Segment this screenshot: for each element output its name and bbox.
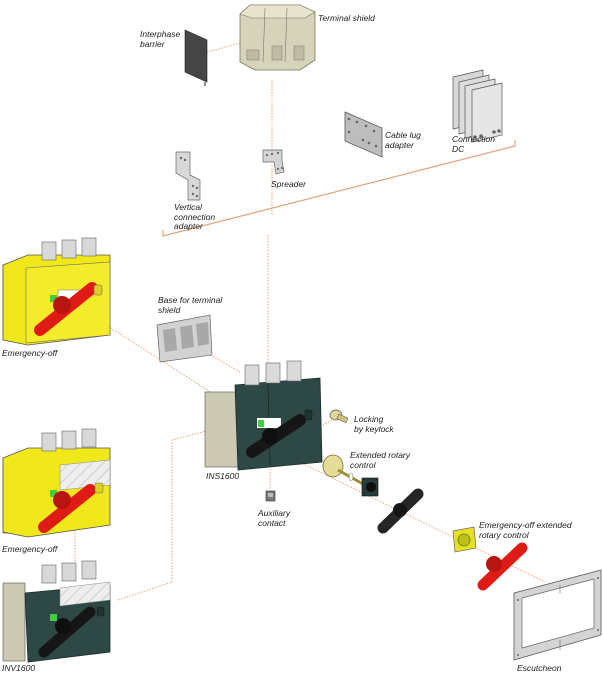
base-for-terminal-shield-part (156, 314, 213, 363)
label-emergency-off-top: Emergency-off (2, 348, 58, 358)
auxiliary-contact-part (265, 490, 276, 502)
label-ins1600: INS1600 (206, 471, 240, 481)
label-auxiliary-contact: Auxiliary contact (258, 508, 291, 528)
terminal-shield-part (239, 4, 316, 71)
label-locking-by-keylock: Locking by keylock (354, 414, 394, 434)
label-cable-lug-adapter: Cable lug adapter (385, 130, 421, 150)
leader-inv-to-ins (117, 429, 211, 601)
label-terminal-shield: Terminal shield (318, 13, 375, 23)
keylock-part (329, 409, 349, 424)
ins1600-switch (204, 360, 323, 471)
emergency-off-switch-top (2, 237, 111, 346)
emergency-off-extended-rotary-control-part (452, 526, 528, 591)
label-emergency-off-middle: Emergency-off (2, 544, 58, 554)
label-interphase-barrier: Interphase barrier (140, 29, 181, 49)
connection-accessories-bracket (162, 140, 516, 237)
label-inv1600: INV1600 (2, 663, 36, 673)
spreader-part (262, 149, 285, 175)
vertical-connection-adapter-part (175, 151, 201, 201)
label-vertical-connection-adapter: Vertical connection adapter (174, 202, 216, 231)
label-spreader: Spreader (271, 179, 306, 189)
label-base-for-terminal-shield: Base for terminal shield (158, 295, 223, 315)
inv1600-switch (2, 560, 111, 663)
label-connection-dc: Connection DC (452, 134, 496, 154)
escutcheon-part (513, 569, 602, 661)
connection-dc-part (452, 69, 503, 143)
extended-rotary-control-part (322, 454, 424, 534)
cable-lug-adapter-part (344, 111, 383, 158)
label-emergency-off-extended-rotary-control: Emergency-off extended rotary control (479, 520, 572, 540)
label-extended-rotary-control: Extended rotary control (350, 450, 411, 470)
interphase-barrier-part (184, 29, 208, 86)
leader-barrier-to-shield (206, 41, 246, 53)
emergency-off-switch-middle (2, 428, 111, 538)
label-escutcheon: Escutcheon (517, 663, 562, 673)
